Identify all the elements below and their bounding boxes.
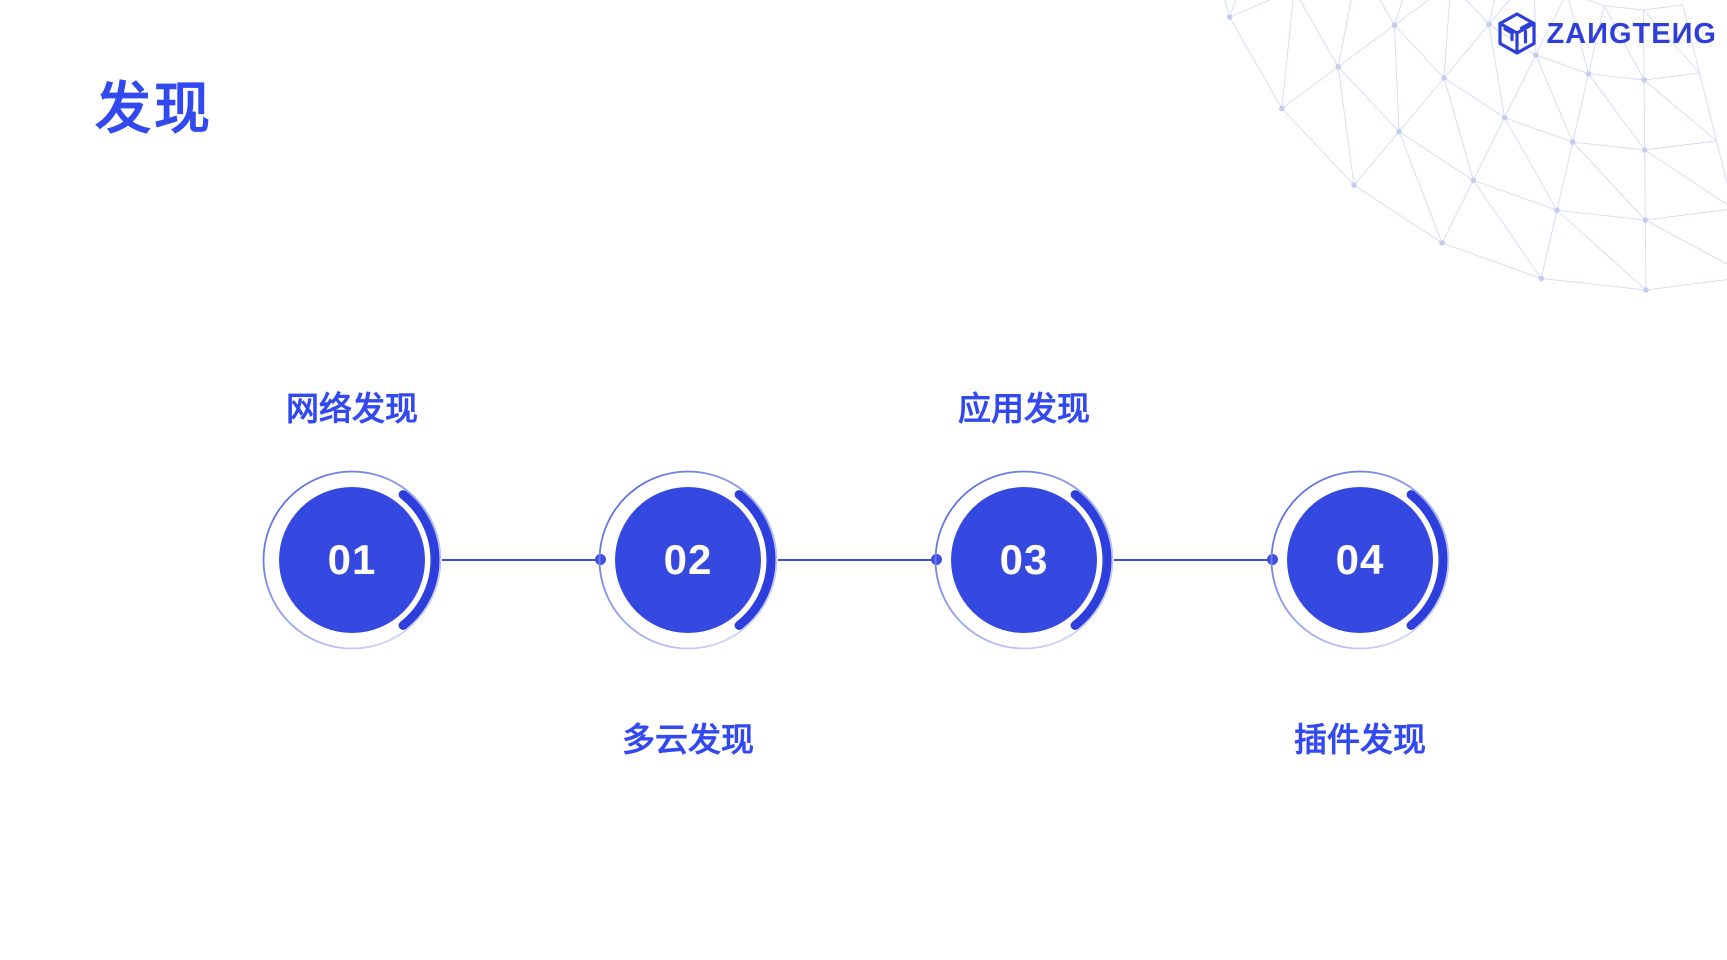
step-filled-circle (279, 487, 425, 633)
connector-dot (931, 554, 942, 565)
connector-line (442, 559, 600, 561)
cube-logo-icon (1498, 12, 1537, 55)
step-label: 插件发现 (1294, 721, 1426, 758)
step-circle (1270, 470, 1450, 650)
timeline-step: 应用发现 03 (934, 390, 1114, 650)
step-accent-arc (1070, 490, 1112, 630)
step-label: 网络发现 (286, 390, 418, 427)
step-filled-circle (1287, 487, 1433, 633)
step-filled-circle (615, 487, 761, 633)
step-circle (598, 470, 778, 650)
step-label: 多云发现 (622, 721, 754, 758)
step-label: 应用发现 (958, 390, 1090, 427)
connector-line (778, 559, 936, 561)
page-title: 发现 (95, 77, 213, 140)
step-filled-circle (951, 487, 1097, 633)
connector-line (1114, 559, 1272, 561)
step-outer-ring (598, 470, 778, 650)
brand-wordmark: ZAИGTEИG (1546, 17, 1717, 50)
timeline-step: 网络发现 01 (262, 390, 442, 650)
connector-dot (595, 554, 606, 565)
step-circle (934, 470, 1114, 650)
step-accent-arc (734, 490, 776, 630)
step-number: 02 (663, 536, 713, 583)
connector-dot (1267, 554, 1278, 565)
step-accent-arc (398, 490, 440, 630)
step-accent-arc (1406, 490, 1448, 630)
step-circle (262, 470, 442, 650)
step-number: 03 (999, 536, 1049, 583)
step-outer-ring (262, 470, 442, 650)
timeline-step: 多云发现 02 (598, 470, 778, 758)
brand-logo: ZAИGTEИG (1497, 12, 1717, 56)
step-outer-ring (934, 470, 1114, 650)
timeline-step: 插件发现 04 (1270, 470, 1450, 758)
step-outer-ring (1270, 470, 1450, 650)
step-number: 04 (1335, 536, 1385, 583)
step-number: 01 (327, 536, 377, 583)
